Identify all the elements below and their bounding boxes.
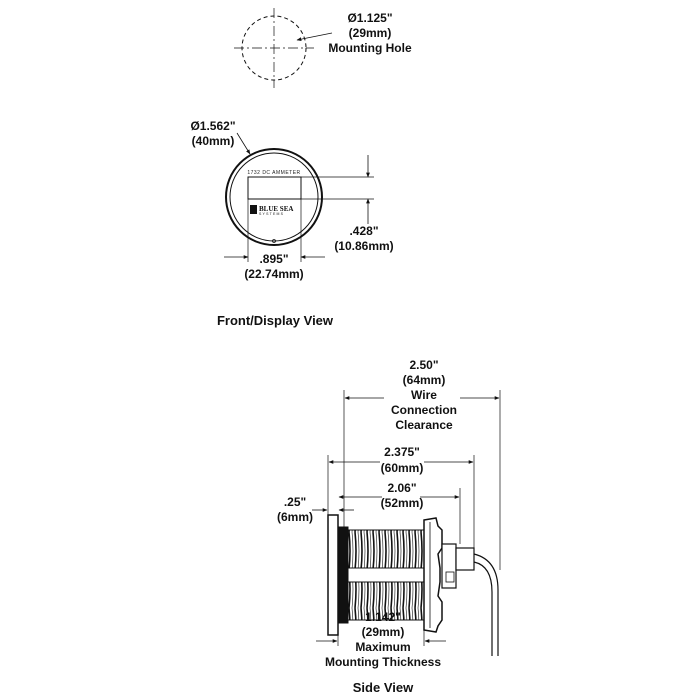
height-dim-mm: (10.86mm) [334,239,393,253]
side-bezel [327,514,339,636]
side-body [337,526,349,624]
thickness-line1: Maximum [355,640,410,654]
front-display-view: 1732 DC AMMETER BLUE SEA SYSTEMS Ø1.562"… [190,119,393,328]
blue-sea-logo: BLUE SEA SYSTEMS [250,205,293,216]
body-dim-mm: (52mm) [381,496,424,510]
mounting-hole-diameter: Ø1.125" [347,11,392,25]
gauge-bezel-outer [225,148,323,246]
clearance-line2: Connection [391,403,457,417]
thread-lower [347,581,425,621]
mounting-hole-leader [296,32,333,42]
gauge-display-window [247,176,302,200]
mounting-hole-label: Mounting Hole [328,41,412,55]
front-diameter: Ø1.562" [190,119,235,133]
rear-connector-plug [455,547,475,571]
clearance-dim-mm: (64mm) [403,373,446,387]
logo-brand: BLUE SEA [259,205,293,213]
clearance-dim: 2.50" [409,358,438,372]
bezel-dim-mm: (6mm) [277,510,313,524]
logo-mark [250,205,257,214]
width-dim: .895" [259,252,288,266]
thickness-line2: Mounting Thickness [325,655,441,669]
gauge-display-text: 1732 DC AMMETER [247,170,300,176]
body-dim: 2.06" [387,481,416,495]
mounting-nut [423,517,443,633]
clearance-line3: Clearance [395,418,453,432]
overall-dim: 2.375" [384,445,420,459]
thickness-dim: 1.142" [365,610,401,624]
side-view-caption: Side View [353,680,414,695]
overall-dim-mm: (60mm) [381,461,424,475]
side-body-core [347,567,425,583]
front-diameter-mm: (40mm) [192,134,235,148]
wire-inner [473,561,493,656]
bezel-dim: .25" [284,495,306,509]
thread-upper [347,529,425,569]
logo-brand-sub: SYSTEMS [259,212,284,216]
width-dim-mm: (22.74mm) [244,267,303,281]
front-view-caption: Front/Display View [217,313,334,328]
gauge-bezel-inner [229,152,319,242]
clearance-line1: Wire [411,388,437,402]
wire [473,553,499,656]
front-diameter-leader [236,132,251,155]
mounting-hole-diameter-mm: (29mm) [349,26,392,40]
height-dim: .428" [349,224,378,238]
gauge-led [272,239,276,243]
thickness-dim-mm: (29mm) [362,625,405,639]
mounting-hole-view: Ø1.125" (29mm) Mounting Hole [234,8,412,88]
side-view: 2.50" (64mm) Wire Connection Clearance 2… [277,358,501,695]
